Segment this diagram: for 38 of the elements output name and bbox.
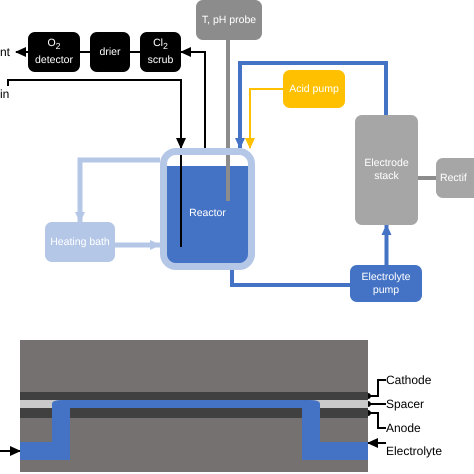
connector-line <box>80 51 90 53</box>
anode-layer <box>20 408 368 418</box>
connector-line <box>418 176 436 180</box>
reactor-vessel <box>160 148 255 270</box>
connector-line <box>226 40 230 148</box>
part-label: Spacer <box>386 396 446 412</box>
outlet-label: nt <box>0 44 16 60</box>
heating-bath-box: Heating bath <box>45 222 115 262</box>
rectifier-box: Rectif <box>436 158 474 198</box>
pump-box: Acid pump <box>283 70 345 108</box>
probe-box: T, pH probe <box>196 0 262 40</box>
arrow <box>115 240 161 250</box>
process-box: Cl$_{2}$ scrub <box>140 32 181 72</box>
arrow <box>180 47 206 148</box>
part-label: Electrolyte <box>386 443 466 459</box>
leader-line <box>365 401 386 407</box>
arrow <box>245 88 283 149</box>
process-box: drier <box>90 32 130 72</box>
arrow <box>382 224 392 265</box>
arrow <box>7 79 186 149</box>
electrolyte-channel <box>20 400 368 460</box>
node-label: Reactor <box>189 206 226 220</box>
arrow <box>0 446 21 456</box>
connector-line <box>230 270 350 287</box>
arrow <box>235 61 388 149</box>
part-label: Anode <box>386 420 446 436</box>
electrode-stack-box: Electrode stack <box>355 115 418 225</box>
cathode-layer <box>20 392 368 400</box>
arrow <box>75 158 160 223</box>
pump-box: Electrolyte pump <box>350 265 422 302</box>
arrow <box>15 47 28 57</box>
arrow <box>367 438 386 448</box>
leader-line <box>365 379 386 399</box>
inlet-label: in <box>0 86 16 102</box>
detector-box: O$_{2}$ detector <box>28 32 80 72</box>
part-label: Cathode <box>386 372 446 388</box>
leader-line <box>365 410 386 429</box>
connector-line <box>130 51 140 53</box>
